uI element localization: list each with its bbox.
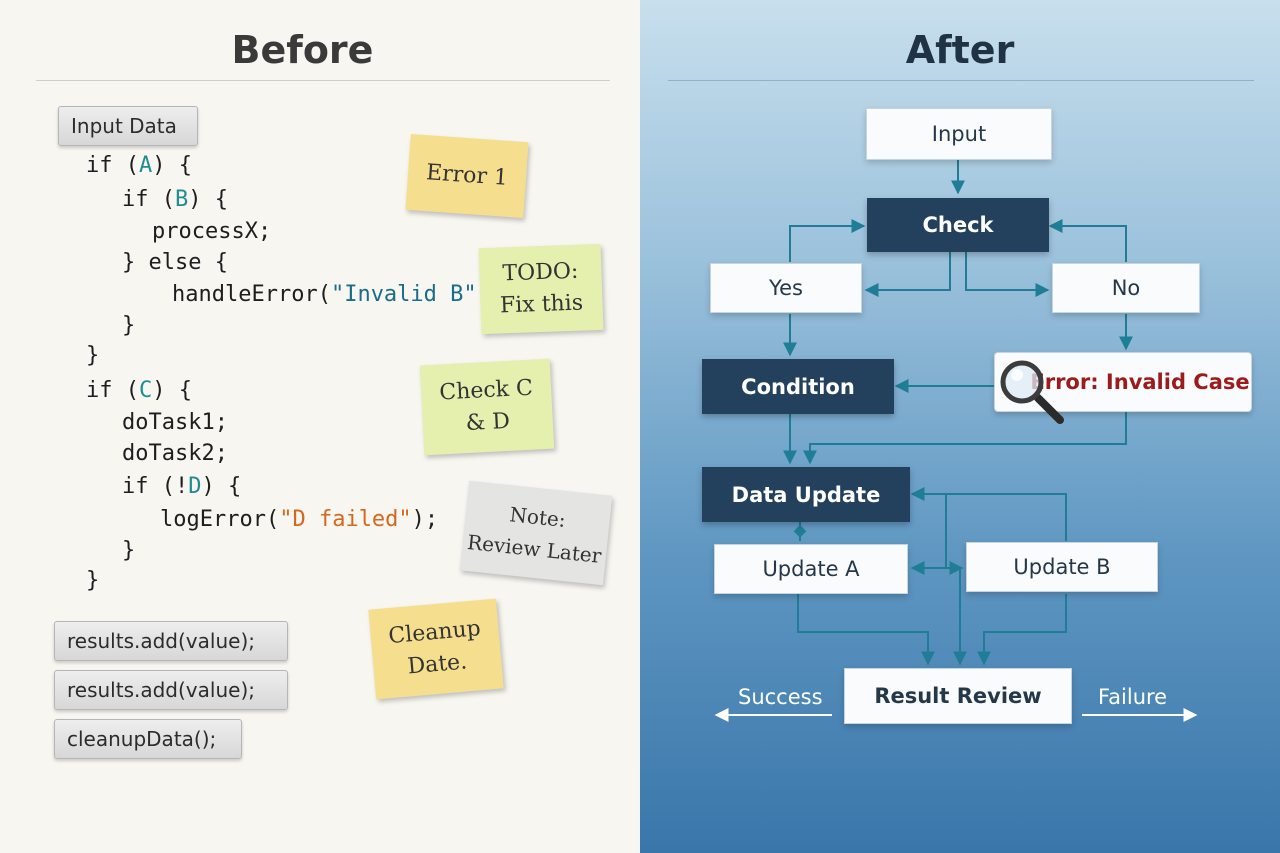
code-token: processX; (152, 219, 272, 244)
code-token: if ( (86, 153, 139, 178)
node-result-review: Result Review (844, 668, 1072, 724)
code-line: doTask1; (122, 410, 228, 435)
code-token: } else { (122, 250, 228, 275)
failure-label: Failure (1098, 685, 1168, 709)
success-label: Success (738, 685, 823, 709)
code-line: if (C) { (86, 378, 192, 403)
code-token: C (138, 378, 153, 403)
code-token: ) { (152, 378, 192, 403)
error-text: Error: Invalid Case (1030, 370, 1250, 394)
code-line: doTask2; (122, 441, 228, 466)
code-token: ) { (201, 474, 242, 499)
code-token: } (122, 313, 136, 338)
arrow-check-no (965, 252, 1050, 297)
code-token: ) { (188, 187, 228, 212)
code-line: handleError("Invalid B"); (172, 282, 503, 307)
code-token: D (188, 474, 202, 499)
code-token: A (138, 153, 153, 178)
code-line: processX; (152, 219, 271, 244)
code-token: "Invalid B" (330, 282, 477, 307)
arrow-updateb-review (977, 594, 1067, 666)
code-token: if (! (122, 474, 189, 499)
code-token: ); (411, 507, 439, 532)
code-line: if (A) { (86, 153, 192, 178)
results-add-button-2[interactable]: results.add(value); (54, 670, 288, 710)
input-data-button[interactable]: Input Data (58, 106, 198, 146)
code-line: } (122, 313, 135, 338)
arrow-error-dataupdate (803, 412, 1127, 465)
code-line: } (122, 538, 135, 563)
cleanup-data-button[interactable]: cleanupData(); (54, 719, 242, 759)
code-line: } else { (122, 250, 228, 275)
after-title: After (905, 28, 1015, 72)
results-add-button-1[interactable]: results.add(value); (54, 621, 288, 661)
code-token: if ( (122, 187, 175, 212)
magnifier-icon (1000, 360, 1064, 424)
arrow-check-review (945, 495, 967, 666)
code-token: logError( (160, 507, 280, 532)
code-token: doTask2; (122, 441, 228, 466)
code-line: if (B) { (122, 187, 228, 212)
code-token: handleError( (172, 282, 331, 307)
code-line: } (86, 568, 99, 593)
code-token: ) { (152, 153, 192, 178)
arrow-check-yes (864, 252, 951, 297)
arrow-no-check (1048, 219, 1127, 262)
arrow-yes-check (789, 219, 866, 262)
node-yes: Yes (710, 263, 862, 313)
node-update-a: Update A (714, 544, 908, 594)
node-input: Input (866, 108, 1052, 160)
code-token: "D failed" (279, 507, 412, 532)
code-token: } (86, 568, 100, 593)
node-check: Check (867, 198, 1049, 252)
node-update-b: Update B (966, 542, 1158, 592)
after-divider (668, 80, 1254, 81)
node-no: No (1052, 263, 1200, 313)
code-token: } (86, 343, 100, 368)
code-token: B (174, 187, 189, 212)
connector-diamond (793, 524, 807, 538)
code-line: logError("D failed"); (160, 507, 438, 532)
before-title: Before (231, 28, 374, 72)
code-token: doTask1; (122, 410, 228, 435)
node-data-update: Data Update (702, 467, 910, 522)
before-divider (36, 80, 610, 81)
code-line: } (86, 343, 99, 368)
arrow-updatea-review (797, 594, 935, 666)
code-token: if ( (86, 378, 139, 403)
node-condition: Condition (702, 359, 894, 414)
code-token: } (122, 538, 136, 563)
code-line: if (!D) { (122, 474, 241, 499)
arrow-updateb-dataupdate (910, 487, 1067, 541)
